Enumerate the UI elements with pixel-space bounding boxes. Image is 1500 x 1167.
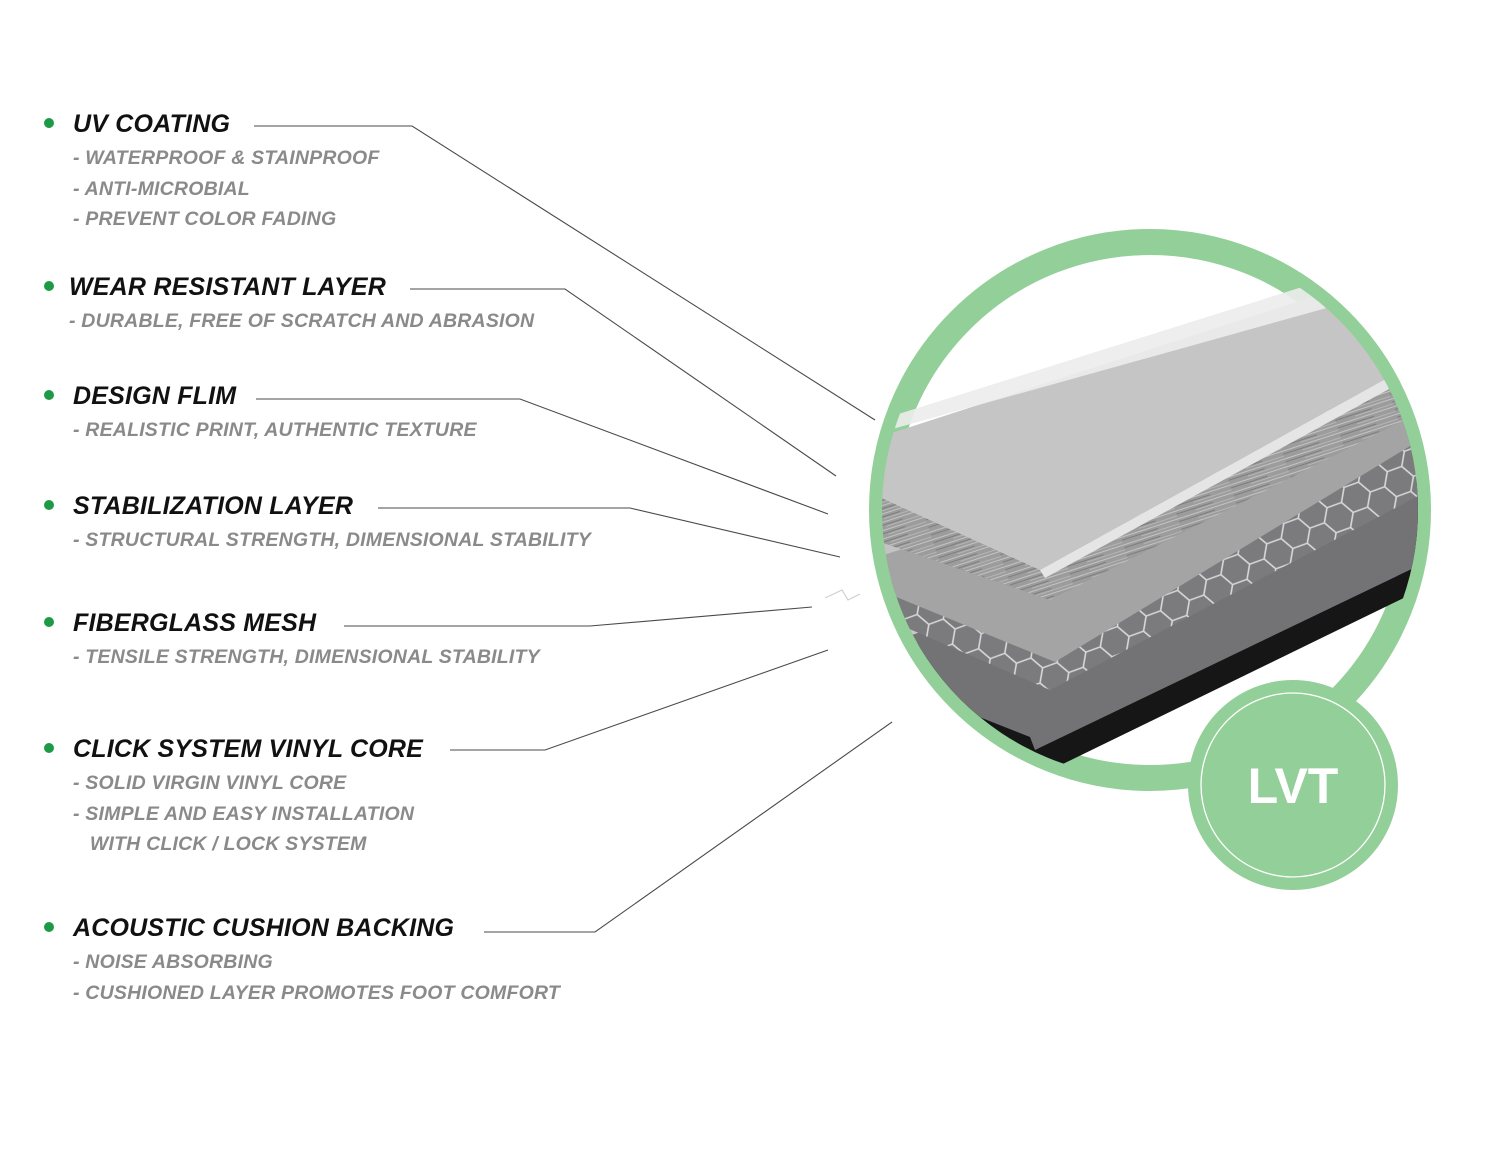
feature-item: WITH CLICK / LOCK SYSTEM <box>73 833 367 855</box>
wear-layer <box>882 262 1418 570</box>
layer-title: WEAR RESISTANT LAYER <box>69 273 386 301</box>
feature-item: - PREVENT COLOR FADING <box>73 208 337 230</box>
layer-title: CLICK SYSTEM VINYL CORE <box>73 735 424 763</box>
leader-line-uv <box>254 125 876 421</box>
bullet-icon <box>44 922 54 932</box>
layer-title: DESIGN FLIM <box>73 382 237 410</box>
feature-item: - DURABLE, FREE OF SCRATCH AND ABRASION <box>69 310 535 332</box>
bullet-icon <box>44 617 54 627</box>
feature-item: - WATERPROOF & STAINPROOF <box>73 147 380 169</box>
leader-line-backing <box>484 721 893 933</box>
feature-list: - NOISE ABSORBING - CUSHIONED LAYER PROM… <box>73 947 560 1008</box>
leader-lines <box>254 125 893 933</box>
uv-coating-layer <box>882 250 1418 452</box>
mesh-strand <box>824 589 861 601</box>
feature-list: - SOLID VIRGIN VINYL CORE - SIMPLE AND E… <box>73 768 414 860</box>
lvt-badge-label: LVT <box>1248 758 1339 814</box>
feature-list: - DURABLE, FREE OF SCRATCH AND ABRASION <box>69 306 534 337</box>
layer-title: STABILIZATION LAYER <box>73 492 354 520</box>
feature-item: - SOLID VIRGIN VINYL CORE <box>73 772 347 794</box>
feature-item: - TENSILE STRENGTH, DIMENSIONAL STABILIT… <box>73 646 540 668</box>
leader-line-wear <box>410 288 837 477</box>
bullet-icon <box>44 281 54 291</box>
feature-list: - TENSILE STRENGTH, DIMENSIONAL STABILIT… <box>73 642 540 673</box>
bullet-icon <box>44 743 54 753</box>
feature-item: - ANTI-MICROBIAL <box>73 177 250 200</box>
feature-item: - NOISE ABSORBING <box>73 951 273 973</box>
leader-line-stabilization <box>378 507 841 558</box>
leader-line-core <box>450 649 829 751</box>
feature-item: - CUSHIONED LAYER PROMOTES FOOT COMFORT <box>73 981 560 1004</box>
layer-title: FIBERGLASS MESH <box>73 609 317 637</box>
feature-item: - REALISTIC PRINT, AUTHENTIC TEXTURE <box>73 419 477 441</box>
leader-line-fiberglass <box>344 606 813 627</box>
bullet-icon <box>44 118 54 128</box>
feature-item: - STRUCTURAL STRENGTH, DIMENSIONAL STABI… <box>73 529 591 551</box>
bullet-icon <box>44 390 54 400</box>
layer-title: ACOUSTIC CUSHION BACKING <box>73 914 455 942</box>
feature-list: - WATERPROOF & STAINPROOF - ANTI-MICROBI… <box>73 143 380 235</box>
feature-list: - REALISTIC PRINT, AUTHENTIC TEXTURE <box>73 415 477 446</box>
feature-list: - STRUCTURAL STRENGTH, DIMENSIONAL STABI… <box>73 525 591 556</box>
lvt-badge-outer <box>1188 680 1398 890</box>
layer-title: UV COATING <box>73 110 231 138</box>
lvt-badge-inner-ring <box>1200 692 1386 878</box>
feature-item: - SIMPLE AND EASY INSTALLATION <box>73 802 415 825</box>
wear-layer-edge <box>1040 360 1418 578</box>
bullet-icon <box>44 500 54 510</box>
leader-line-design <box>256 398 829 515</box>
